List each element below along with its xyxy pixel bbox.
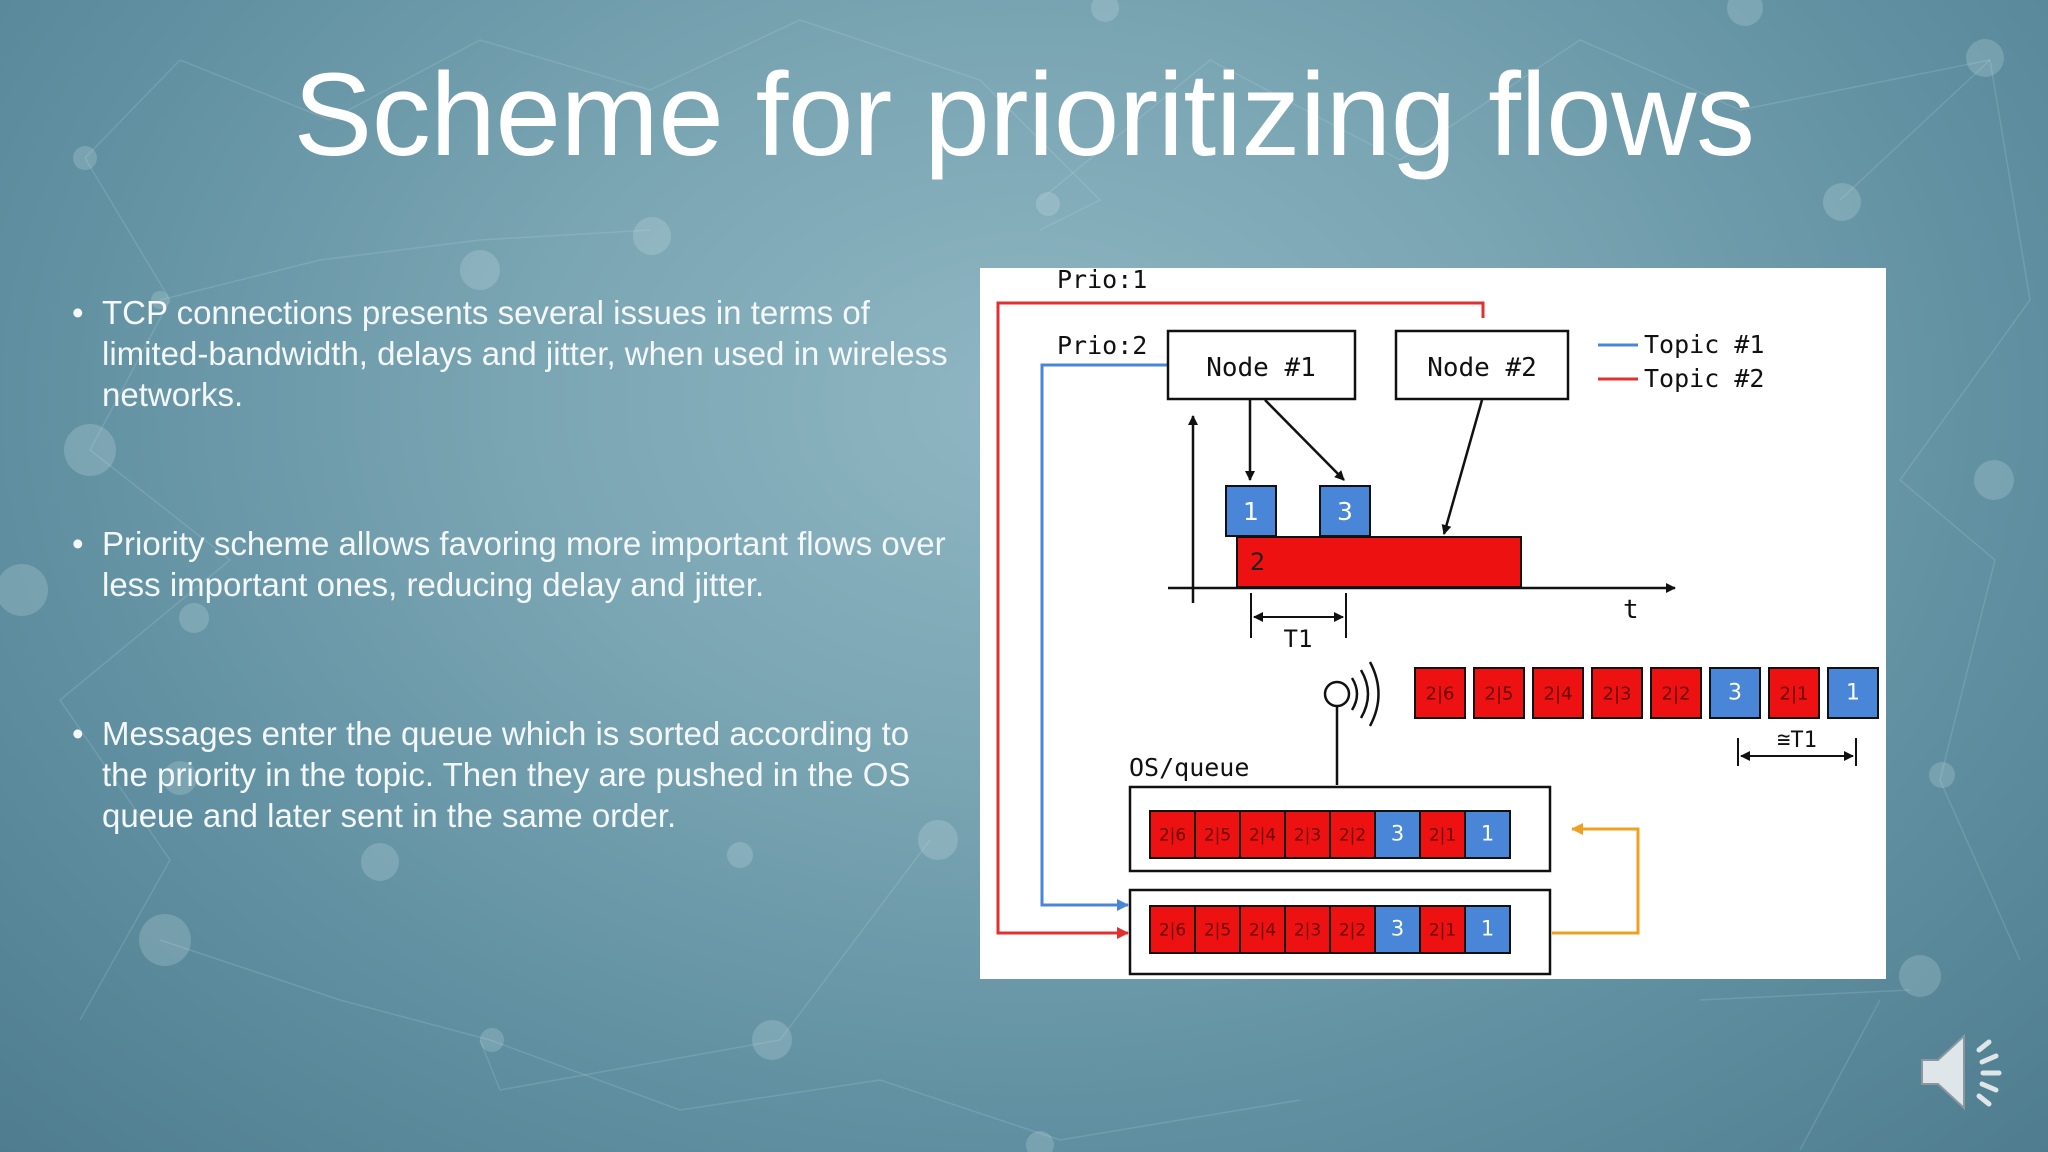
- seq-msg-label: 2|5: [1485, 683, 1514, 704]
- os-queue-msg-label: 2|2: [1339, 826, 1366, 846]
- bullet-list: • TCP connections presents several issue…: [72, 292, 952, 944]
- bullet-marker: •: [72, 715, 84, 752]
- node1-box: [1166, 329, 1357, 401]
- bullet-text: Priority scheme allows favoring more imp…: [102, 525, 946, 603]
- seq-t1-label: ≅T1: [1777, 728, 1817, 753]
- seq-msg-box: [1768, 667, 1820, 719]
- bullet-item: • TCP connections presents several issue…: [72, 292, 952, 415]
- topic2-route-line: [996, 301, 1485, 939]
- os-queue-msg-box: [1374, 810, 1421, 859]
- seq-msg-label: 1: [1846, 680, 1860, 705]
- os-queue-msg-label: 2|6: [1159, 826, 1186, 846]
- timeline-msg-1-label: 1: [1243, 497, 1259, 526]
- queue-transfer-arrow: [1552, 823, 1640, 935]
- seq-msg-box: [1709, 667, 1761, 719]
- timeline-msg-2-label: 2: [1250, 548, 1265, 576]
- antenna-wave: [1350, 677, 1359, 711]
- timeline-t-label: t: [1623, 595, 1639, 625]
- seq-msg-box: [1414, 667, 1466, 719]
- node2-label: Node #2: [1427, 353, 1537, 383]
- antenna-wave: [1368, 661, 1380, 727]
- legend-topic2-label: Topic #2: [1644, 364, 1764, 393]
- seq-msg-label: 2|3: [1603, 683, 1632, 704]
- seq-msg-label: 2|4: [1544, 683, 1573, 704]
- prio2-label: Prio:2: [1057, 331, 1147, 360]
- bullet-item: • Messages enter the queue which is sort…: [72, 713, 952, 836]
- os-queue-msg-label: 2|1: [1429, 826, 1456, 846]
- t1-label: T1: [1284, 625, 1313, 653]
- os-queue-label: OS/queue: [1129, 753, 1249, 782]
- os-queue-msg-box: [1419, 810, 1466, 859]
- bullet-item: • Priority scheme allows favoring more i…: [72, 523, 952, 605]
- speaker-glyph: [1921, 1033, 2002, 1111]
- app-queue-msg-label: 2|1: [1429, 921, 1456, 941]
- slide-title: Scheme for prioritizing flows: [293, 49, 1755, 181]
- app-queue-msg-label: 2|6: [1159, 921, 1186, 941]
- seq-msg-label: 3: [1728, 680, 1742, 705]
- app-queue-msg-label: 2|2: [1339, 921, 1366, 941]
- bullet-marker: •: [72, 525, 84, 562]
- app-queue-msg-box: [1149, 905, 1196, 954]
- os-queue-msg-label: 1: [1481, 822, 1494, 846]
- app-queue-msg-box: [1239, 905, 1286, 954]
- antenna-icon: [1323, 680, 1351, 708]
- antenna-wave: [1359, 669, 1370, 719]
- bullet-marker: •: [72, 294, 84, 331]
- app-queue-row: 2|6 2|5 2|4 2|3 2|2 3 2|1 1: [1149, 905, 1511, 954]
- os-queue-msg-box: [1464, 810, 1511, 859]
- topic1-route-line: [1040, 363, 1168, 911]
- app-queue-msg-label: 2|4: [1249, 921, 1276, 941]
- seq-msg-box: [1827, 667, 1879, 719]
- timeline-msg-3: [1319, 485, 1371, 537]
- seq-msg-box: [1591, 667, 1643, 719]
- transmit-sequence: 2|6 2|5 2|4 2|3 2|2 3 2|1 1: [1414, 667, 1879, 719]
- prio1-label: Prio:1: [1057, 268, 1147, 294]
- node2-box: [1394, 329, 1570, 401]
- diagram-canvas: Prio:1 Prio:2 Node #1 Node #2 Topic #1 T…: [996, 268, 1879, 976]
- seq-msg-label: 2|1: [1780, 683, 1809, 704]
- app-queue-msg-box: [1329, 905, 1376, 954]
- app-queue-msg-label: 1: [1481, 917, 1494, 941]
- os-queue-msg-box: [1149, 810, 1196, 859]
- app-queue-msg-box: [1464, 905, 1511, 954]
- app-queue-msg-label: 3: [1391, 917, 1404, 941]
- app-queue-msg-box: [1284, 905, 1331, 954]
- node2-to-msg2-arrow: [1441, 399, 1484, 535]
- os-queue-msg-label: 2|5: [1204, 826, 1231, 846]
- bullet-text: Messages enter the queue which is sorted…: [102, 715, 911, 834]
- seq-msg-box: [1650, 667, 1702, 719]
- priority-scheme-diagram: Prio:1 Prio:2 Node #1 Node #2 Topic #1 T…: [980, 268, 1886, 979]
- seq-msg-box: [1473, 667, 1525, 719]
- node1-to-msg3-arrow: [1264, 399, 1345, 481]
- speaker-icon[interactable]: [1916, 1022, 2016, 1122]
- os-queue-row: 2|6 2|5 2|4 2|3 2|2 3 2|1 1: [1149, 810, 1511, 859]
- timeline-msg-2: [1236, 536, 1522, 588]
- timeline-msg-3-label: 3: [1337, 497, 1353, 526]
- os-queue-msg-box: [1239, 810, 1286, 859]
- seq-msg-label: 2|2: [1662, 683, 1691, 704]
- os-queue-msg-label: 3: [1391, 822, 1404, 846]
- app-queue-msg-label: 2|5: [1204, 921, 1231, 941]
- os-queue-msg-label: 2|4: [1249, 826, 1276, 846]
- timeline-msg-1: [1225, 485, 1277, 537]
- app-queue-msg-label: 2|3: [1294, 921, 1321, 941]
- node1-label: Node #1: [1206, 353, 1316, 383]
- legend-topic1-label: Topic #1: [1644, 330, 1764, 359]
- seq-msg-box: [1532, 667, 1584, 719]
- seq-msg-label: 2|6: [1426, 683, 1455, 704]
- os-queue-msg-label: 2|3: [1294, 826, 1321, 846]
- bullet-text: TCP connections presents several issues …: [102, 294, 948, 413]
